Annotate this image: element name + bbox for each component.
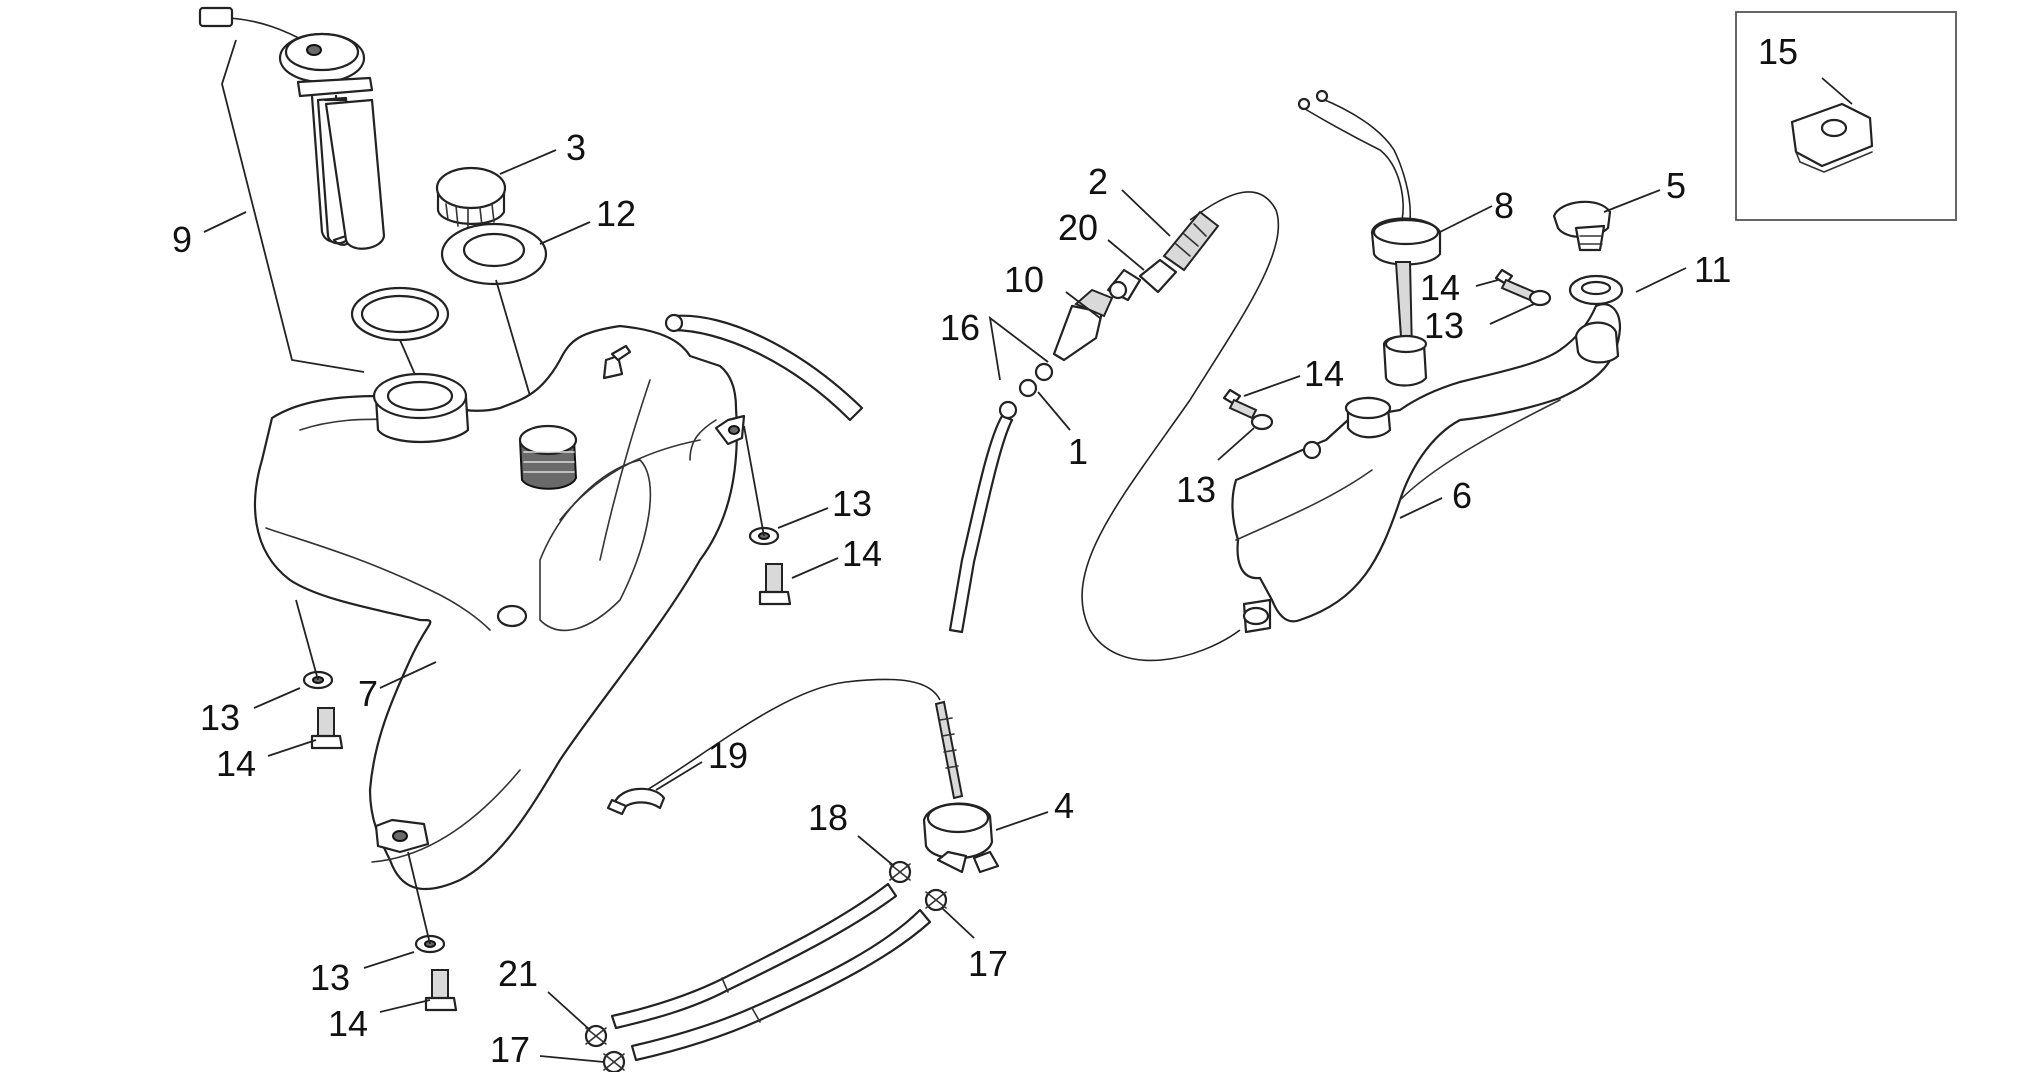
clamp-21 [584, 1024, 608, 1048]
oil-cap-part-5 [1552, 200, 1612, 252]
washer-13-oil-upper [1528, 289, 1552, 307]
callout-16: 16 [940, 307, 980, 348]
callout-4: 4 [1054, 785, 1074, 826]
callout-13-b: 13 [200, 697, 240, 738]
callout-6: 6 [1452, 475, 1472, 516]
callout-2: 2 [1088, 161, 1108, 202]
inset-box: 15 [1735, 11, 1957, 221]
callout-19: 19 [708, 735, 748, 776]
callout-11: 11 [1694, 249, 1731, 290]
callout-13-d: 13 [1424, 305, 1464, 346]
fuel-hose-upper [610, 882, 898, 1030]
oil-breather-hose [1081, 191, 1280, 662]
callout-17-b: 17 [490, 1029, 530, 1070]
callout-9: 9 [172, 219, 192, 260]
callout-1: 1 [1068, 431, 1088, 472]
oil-level-sensor-part-8 [1297, 89, 1442, 387]
clamp-18 [888, 860, 912, 884]
callout-21: 21 [498, 953, 538, 994]
callout-14-c: 14 [328, 1003, 368, 1044]
screw-14-oil-lower [1222, 388, 1258, 420]
hose-clamp-part-19 [606, 787, 666, 816]
oil-tank-part-6 [1231, 303, 1622, 634]
clamp-17-right [924, 888, 948, 912]
leader-16 [988, 315, 1049, 381]
screw-14-oil-upper [1494, 268, 1536, 302]
fuel-hose-lower [630, 908, 932, 1062]
oil-tap-part-10 [1052, 268, 1142, 362]
callout-14-a: 14 [842, 533, 882, 574]
callout-13-a: 13 [832, 483, 872, 524]
oil-feed-hose [948, 414, 1014, 634]
sender-tube [324, 98, 386, 250]
clamp-17-left [602, 1050, 626, 1072]
callout-20: 20 [1058, 207, 1098, 248]
fuel-tank-part-7 [253, 324, 746, 891]
screw-14-left [310, 707, 344, 750]
callout-14-b: 14 [216, 743, 256, 784]
callout-14-d: 14 [1420, 267, 1460, 308]
sender-gasket [350, 286, 450, 342]
washer-13-oil-lower [1250, 413, 1274, 431]
callout-7: 7 [358, 673, 378, 714]
filler-neck [518, 424, 578, 490]
screw-14-right [758, 563, 792, 606]
hose-clamps-16 [998, 362, 1054, 420]
callout-13-c: 13 [310, 957, 350, 998]
callout-8: 8 [1494, 185, 1514, 226]
callout-14-e: 14 [1304, 353, 1344, 394]
fuel-tap-part-4 [922, 700, 1000, 874]
oil-fitting-part-2 [1162, 210, 1220, 272]
callout-15: 15 [1758, 31, 1798, 72]
oil-union-part-20 [1138, 258, 1178, 294]
screw-14-bottom [424, 969, 458, 1012]
callout-5: 5 [1666, 165, 1686, 206]
leader-9 [221, 39, 365, 373]
callout-13-e: 13 [1176, 469, 1216, 510]
vent-hose [664, 313, 864, 422]
tap-vacuum-hose [639, 678, 941, 795]
callout-3: 3 [566, 127, 586, 168]
sender-neck [372, 372, 470, 444]
callout-17-a: 17 [968, 943, 1008, 984]
callout-10: 10 [1004, 259, 1044, 300]
oil-cap-gasket-part-11 [1568, 274, 1624, 306]
callout-18: 18 [808, 797, 848, 838]
filler-gasket-part-12 [440, 222, 548, 286]
callout-12: 12 [596, 193, 636, 234]
fuel-cap-part-3 [435, 166, 507, 229]
clip-nut-part-15 [1790, 102, 1874, 173]
